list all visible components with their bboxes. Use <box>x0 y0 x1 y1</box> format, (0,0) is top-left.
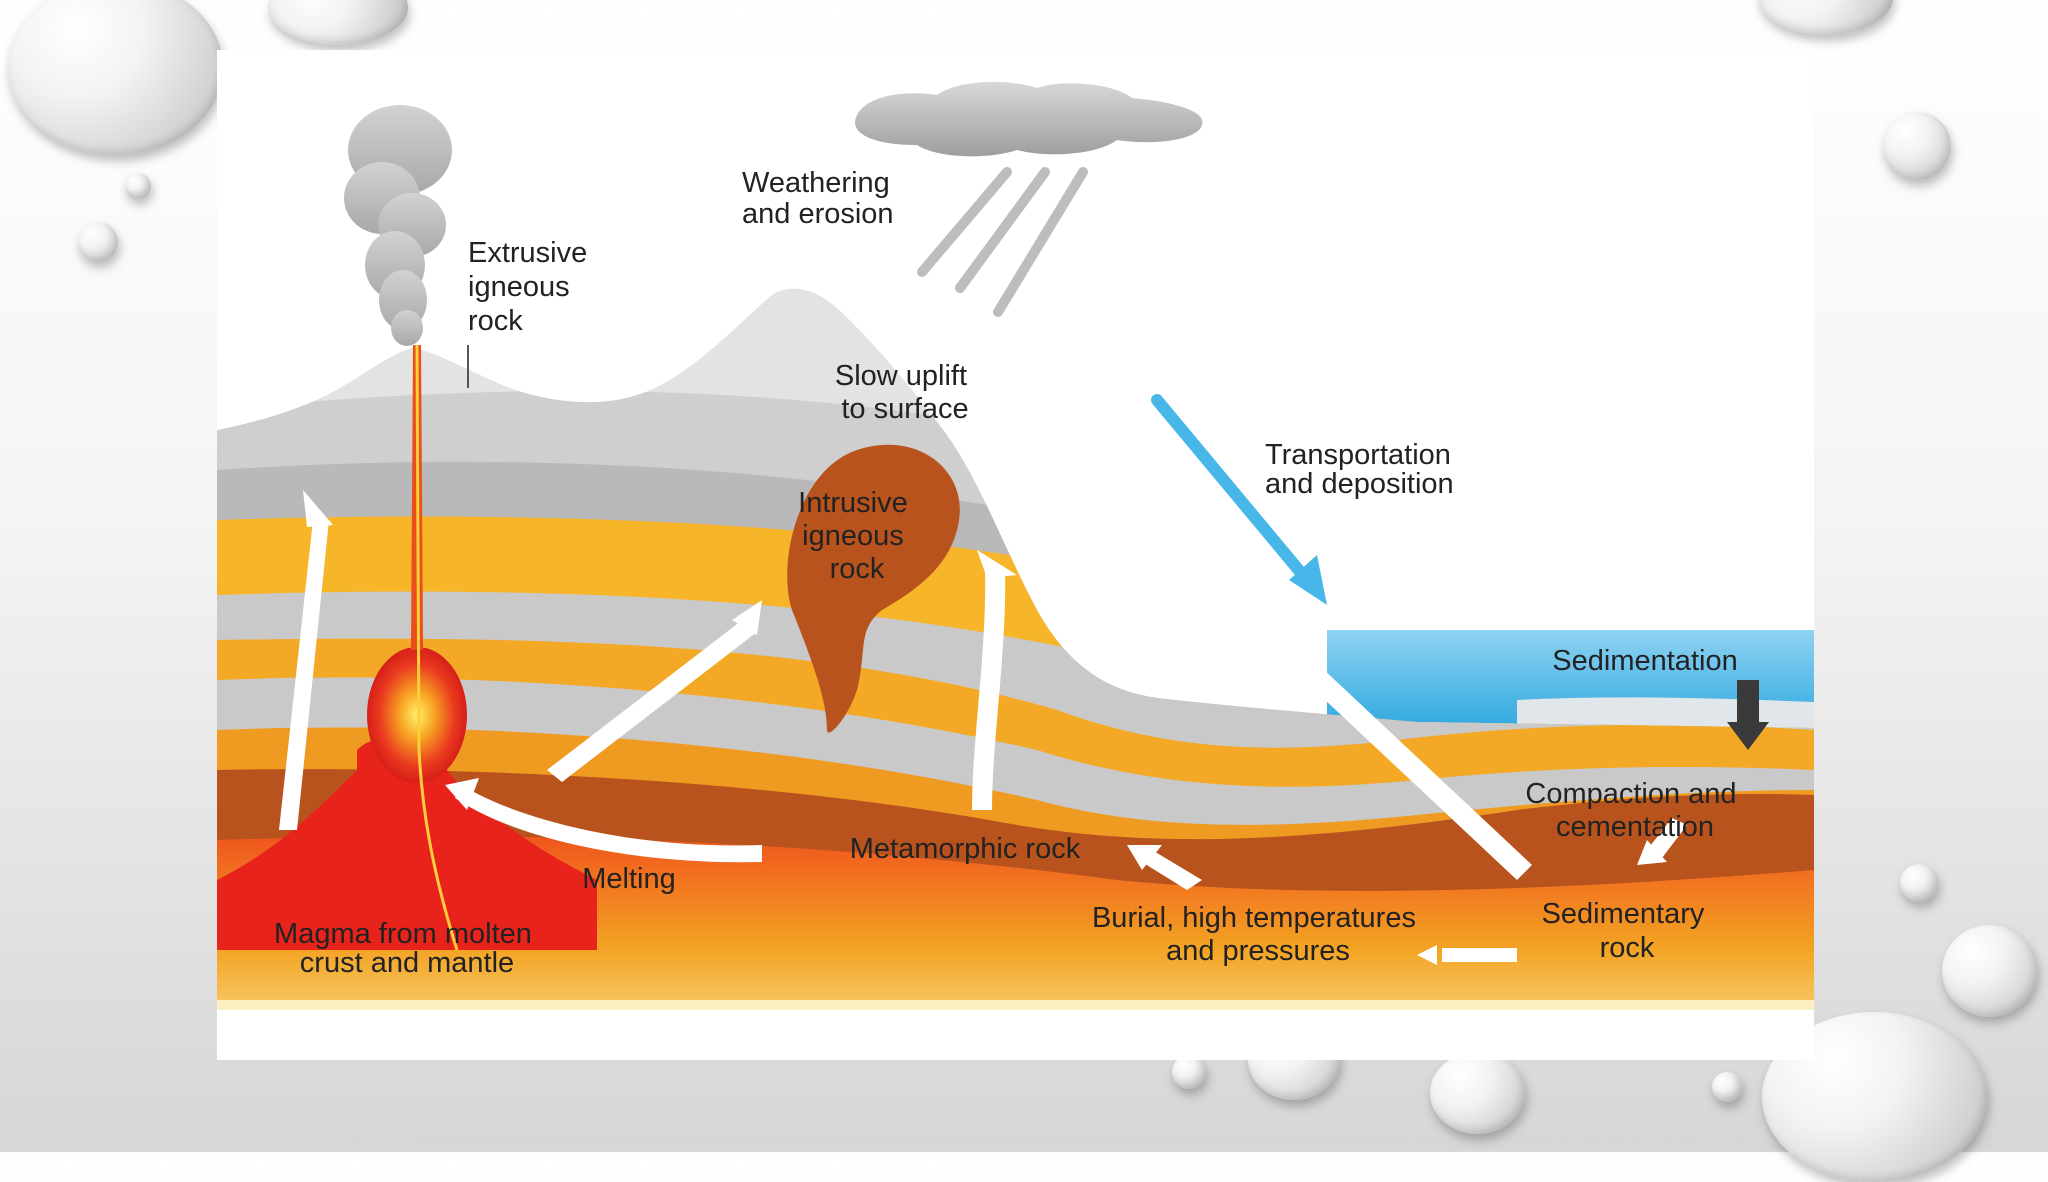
metamorphic-label: Metamorphic rock <box>850 833 1081 865</box>
water-drop <box>1172 1055 1206 1089</box>
weathering-label: Weathering and erosion <box>742 167 898 230</box>
water-drop <box>268 0 408 45</box>
water-drop <box>1942 925 2037 1017</box>
water-drop <box>1883 112 1951 180</box>
magma-chamber <box>367 647 467 783</box>
transport-label: Transportation and deposition <box>1265 439 1459 500</box>
magma-label: Magma from molten crust and mantle <box>274 918 540 979</box>
water-drop <box>1900 864 1938 902</box>
water-drop <box>1758 0 1893 35</box>
water-drop <box>1712 1072 1742 1102</box>
water-drop <box>1430 1052 1525 1134</box>
water-drop <box>78 222 118 262</box>
melting-label: Melting <box>582 863 676 895</box>
rock-cycle-diagram: Extrusive igneous rock Weathering and er… <box>217 50 1814 1060</box>
sedimentation-label: Sedimentation <box>1552 645 1737 677</box>
compaction-label: Compaction and cementation <box>1525 778 1744 843</box>
water-drop <box>125 173 151 199</box>
uplift-label: Slow uplift to surface <box>835 360 975 425</box>
water-drop <box>8 0 223 155</box>
